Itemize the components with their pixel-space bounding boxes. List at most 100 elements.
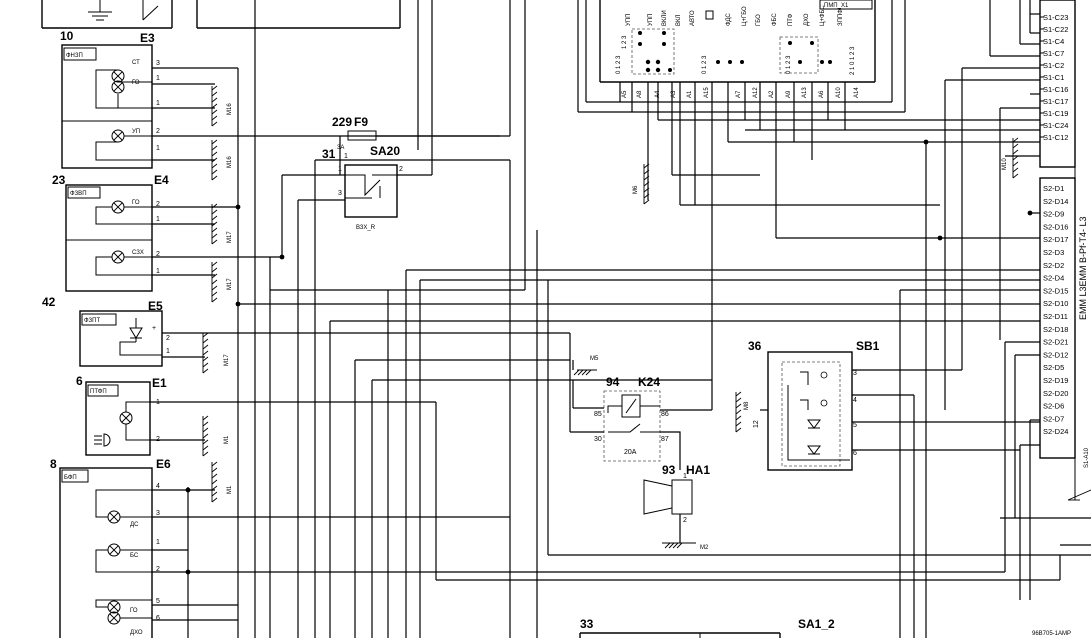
e3-ground-label: M16 (227, 156, 233, 168)
ha1-pin: 2 (683, 517, 687, 524)
e5-name: ФЗПТ (84, 318, 100, 324)
fuse-pin: A3 (671, 90, 677, 98)
connector-pin-label: S1-C23 (1043, 13, 1068, 22)
ha1-ref: HA1 (686, 463, 710, 477)
connector-pin-label: S1-C7 (1043, 49, 1064, 58)
ground-icon (1012, 137, 1019, 179)
connector-pin-label: S1-C19 (1043, 109, 1068, 118)
lamp-icon (820, 399, 828, 407)
e4-pin: 2 (156, 201, 160, 208)
connector-pin-label: S2-D12 (1043, 350, 1068, 359)
lamp-icon (111, 129, 125, 143)
lamp-icon (111, 80, 125, 94)
foglamp-icon (103, 433, 111, 447)
sa20-ref: SA20 (370, 144, 400, 158)
e6-pin: 3 (156, 510, 160, 517)
emm-ground-label: M10 (1002, 158, 1008, 170)
fuse-label: Ц+ГБО (742, 6, 748, 26)
e4-name: ФЗВП (70, 191, 87, 197)
connector-pin-label: S2-D1 (1043, 184, 1064, 193)
sb1-pin: 12 (753, 420, 760, 428)
component-e3-fnzp: 10 E3 ФНЗП СТ ГО УП 3 1 1 2 1 M16 M16 (60, 29, 510, 181)
connector-pin-label: S1-C1 (1043, 73, 1064, 82)
sb1-pin: 5 (853, 422, 857, 429)
connector-pin-label: S2-D6 (1043, 402, 1064, 411)
lamp-icon (111, 200, 125, 214)
e3-name: ФНЗП (66, 53, 83, 59)
sa1-number: 33 (580, 617, 594, 631)
pmp-dots (638, 31, 832, 73)
e4-ground-label: M17 (227, 278, 233, 290)
led-icon (807, 419, 821, 429)
sa20-label: ВЗХ_R (356, 225, 376, 231)
ha1-number: 93 (662, 463, 676, 477)
connector-pin-label: S2-D5 (1043, 363, 1064, 372)
e3-lamp3-label: УП (132, 129, 140, 135)
e6-lamp4-label: ДХО (130, 630, 143, 636)
fuse-label: ЗППФ (838, 9, 844, 26)
fuse-pin: A8 (637, 90, 643, 98)
pmp-ground-label: M6 (633, 185, 639, 194)
e3-pin: 3 (156, 60, 160, 67)
e3-lamp1-label: СТ (132, 60, 140, 66)
sb1-ref: SB1 (856, 339, 880, 353)
k24-number: 94 (606, 375, 620, 389)
k24-pin: 85 (594, 411, 602, 418)
pmp-header: 0 1 2 3 (616, 55, 622, 74)
ground-icon (202, 415, 209, 457)
fuse-label: УПП (626, 14, 632, 26)
fuse-label: УПП (648, 14, 654, 26)
lamp-icon (111, 250, 125, 264)
connector-pin-label: S2-D10 (1043, 299, 1068, 308)
fuse-pin: A5 (622, 90, 628, 98)
e3-ref: E3 (140, 31, 155, 45)
component-sa20-switch: 31 SA20 1 2 3 ВЗХ_R (282, 135, 500, 231)
connector-pin-label: S2-D14 (1043, 197, 1068, 206)
connector-pin-label: S2-D19 (1043, 376, 1068, 385)
component-e1-ptfp: 6 E1 ПТФП 1 2 M1 (76, 374, 436, 457)
emm-label: EMM L3EMM B-Pf-T4- L3 (1078, 216, 1088, 320)
connector-pin-label: S1-C2 (1043, 61, 1064, 70)
connector-pin-label: S1-C16 (1043, 85, 1068, 94)
e6-pin: 1 (156, 539, 160, 546)
e4-lamp2-label: СЗХ (132, 250, 144, 256)
e1-ref: E1 (152, 376, 167, 390)
ground-icon (211, 85, 218, 127)
k24-pin: 87 (661, 436, 669, 443)
sa20-number: 31 (322, 147, 336, 161)
e6-pin: 5 (156, 598, 160, 605)
connector-pin-label: S1-C22 (1043, 25, 1068, 34)
e6-pin: 4 (156, 483, 160, 490)
k24-rating: 20A (624, 449, 637, 456)
e5-pin: 1 (166, 348, 170, 355)
connector-pin-label: S1-C12 (1043, 133, 1068, 142)
pmp-header: 0 1 2 3 (702, 55, 708, 74)
e3-lamp2-label: ГО (132, 80, 140, 86)
e5-ref: E5 (148, 299, 163, 313)
top-left-fragment (41, 0, 401, 29)
e1-number: 6 (76, 374, 83, 388)
e6-lamp2-label: БС (130, 553, 139, 559)
fuse-label: ГБО (756, 14, 762, 26)
fuse-label: ДХО (804, 13, 810, 26)
component-e6-bfp: 8 E6 БФП ДС БС ГО ДХО 4 3 1 2 5 6 M1 (50, 457, 1005, 638)
pmp-header: 2 1 0 1 2 3 (850, 46, 856, 75)
f9-number: 229 (332, 115, 352, 129)
ha1-ground-label: M2 (700, 545, 709, 551)
sb1-pin: 4 (853, 397, 857, 404)
lamp-icon (107, 600, 121, 614)
component-ha1-horn: 93 HA1 1 2 M2 (643, 463, 710, 551)
e4-pin: 2 (156, 251, 160, 258)
emm-s1b-label: S1-A10 (1084, 447, 1090, 468)
sa20-pin: 3 (338, 190, 342, 197)
sb1-pin: 6 (853, 450, 857, 457)
connector-pin-label: S2-D9 (1043, 210, 1064, 219)
fuse-label: ФДС (726, 13, 732, 26)
e5-ground-label: M17 (224, 354, 230, 366)
component-e4-fzvp: 23 E4 ФЗВП ГО СЗХ 2 1 2 1 M17 M17 (52, 173, 282, 303)
k24-ref: K24 (638, 375, 660, 389)
connector-pin-label: S2-D21 (1043, 338, 1068, 347)
lamp-icon (111, 69, 125, 83)
e4-pin: 1 (156, 268, 160, 275)
